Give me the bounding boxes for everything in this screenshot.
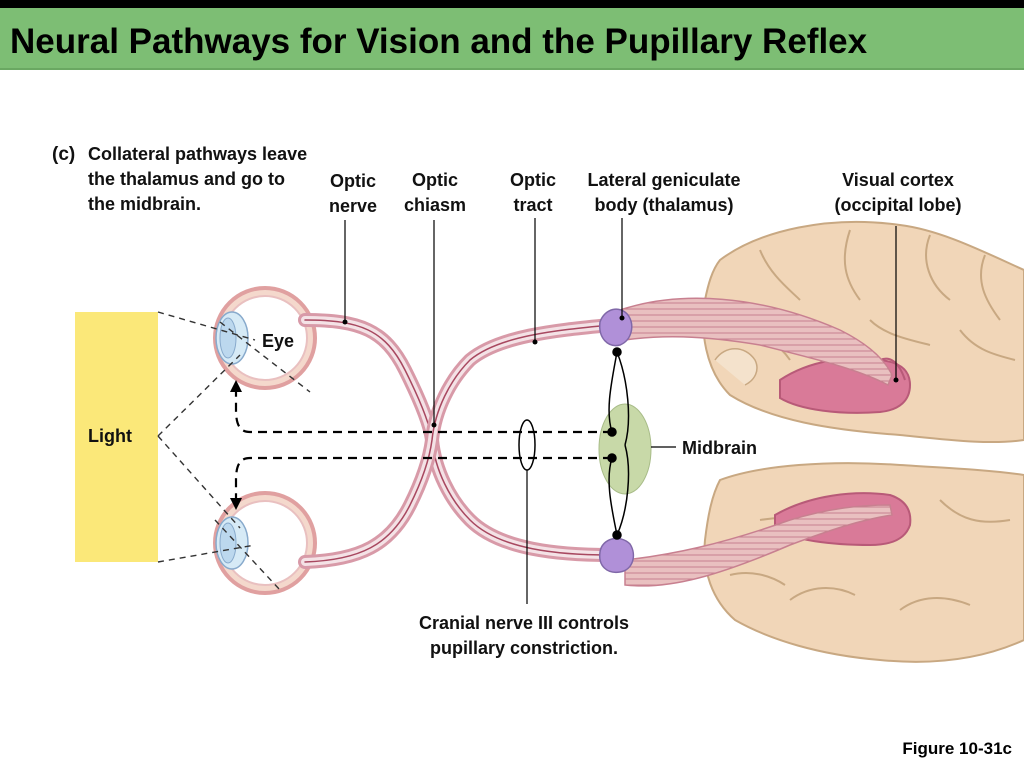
optic-nerve-label: Optic nerve xyxy=(328,171,378,216)
light-label: Light xyxy=(88,426,132,446)
lower-eye xyxy=(213,491,317,595)
light-rays xyxy=(157,311,311,591)
slide-title: Neural Pathways for Vision and the Pupil… xyxy=(10,22,868,61)
upper-hemisphere xyxy=(702,220,1024,444)
optic-tract-label: Optic tract xyxy=(509,170,556,215)
visual-cortex-label: Visual cortex (occipital lobe) xyxy=(834,170,962,215)
leader-dots xyxy=(342,315,899,428)
arrow-down-icon xyxy=(230,498,242,510)
lgn-label: Lateral geniculate body (thalamus) xyxy=(587,170,741,215)
caption: (c) Collateral pathways leave the thalam… xyxy=(52,142,307,214)
lower-hemisphere xyxy=(703,462,1024,663)
lgn-lower xyxy=(599,537,635,574)
cranial-nerve-label: Cranial nerve III controls pupillary con… xyxy=(418,613,630,658)
light-box xyxy=(75,312,158,562)
optic-chiasm-label: Optic chiasm xyxy=(403,170,467,215)
caption-text: Collateral pathways leave the thalamus a… xyxy=(88,144,308,214)
lgn-upper xyxy=(599,308,633,347)
title-bar: Neural Pathways for Vision and the Pupil… xyxy=(0,8,1024,70)
collateral-pathways xyxy=(607,347,630,540)
top-border xyxy=(0,0,1024,8)
arrow-up-icon xyxy=(230,380,242,392)
optic-radiation-lower xyxy=(624,504,893,587)
figure-label: Figure 10-31c xyxy=(902,739,1012,758)
midbrain-oval xyxy=(598,403,652,495)
reflex-pathway xyxy=(234,390,612,500)
eye-label: Eye xyxy=(262,331,295,351)
optic-radiation-upper xyxy=(619,297,893,387)
caption-letter: (c) xyxy=(52,144,76,165)
cranial-nerve-oval xyxy=(518,419,536,471)
midbrain-label: Midbrain xyxy=(682,438,757,458)
optic-pathways xyxy=(298,313,617,569)
leader-lines xyxy=(344,218,897,604)
